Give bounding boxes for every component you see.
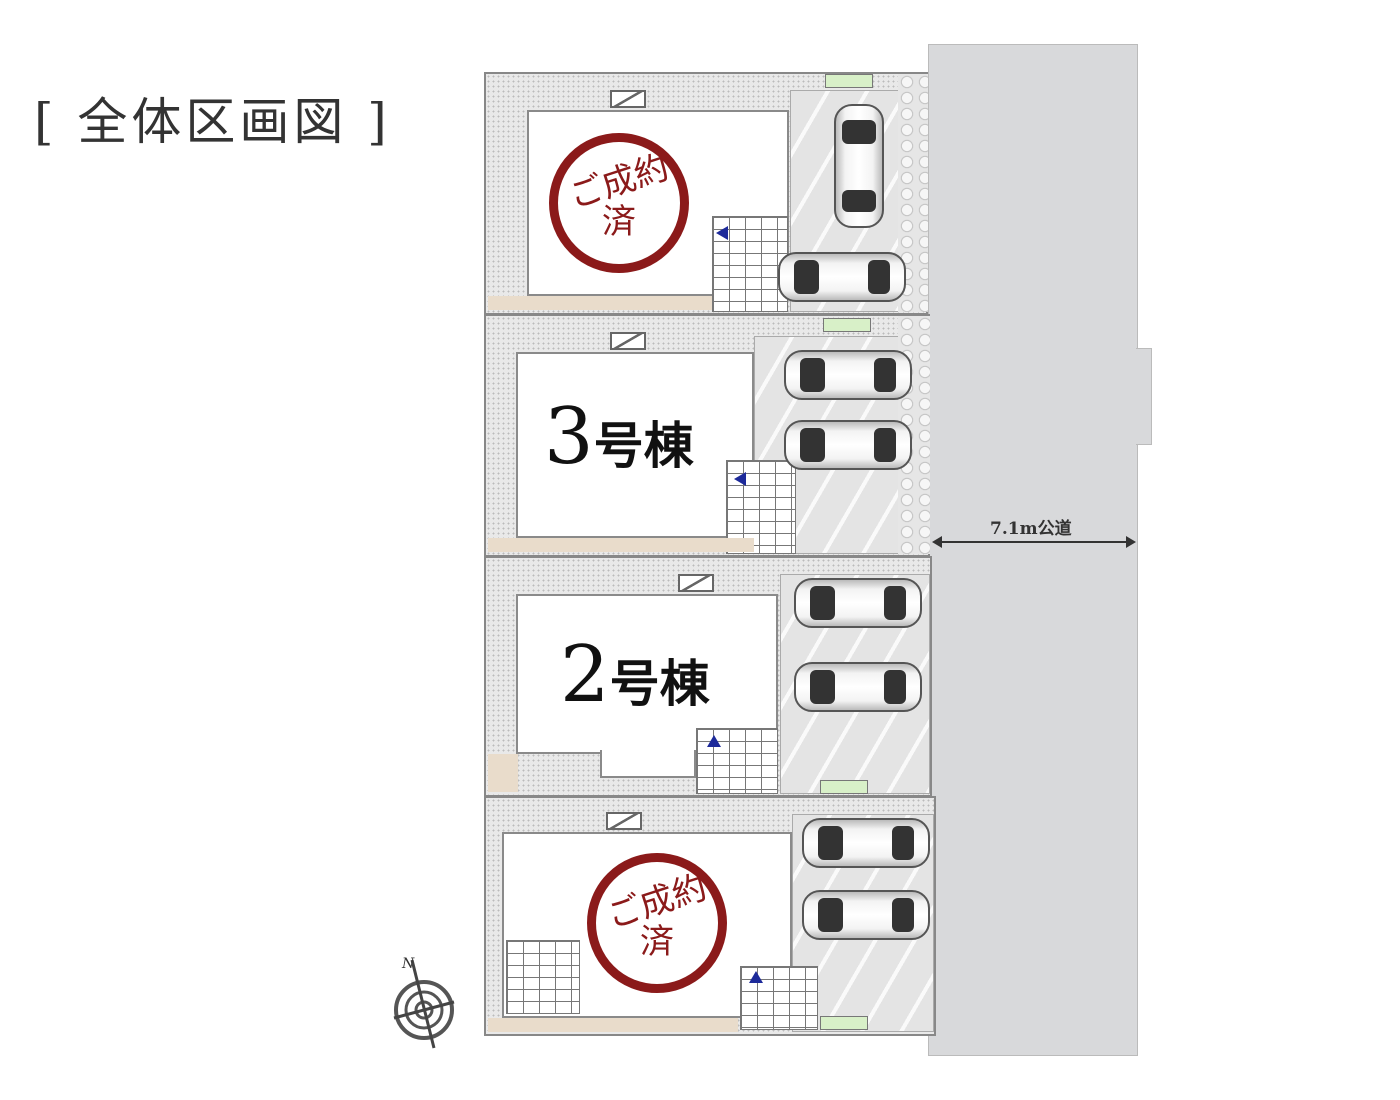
building-label-3: 3号棟 bbox=[544, 392, 694, 482]
entrance-approach bbox=[740, 966, 818, 1030]
building-number: 3 bbox=[544, 392, 594, 482]
building-number: 2 bbox=[560, 630, 610, 720]
window-icon bbox=[678, 574, 714, 592]
car-icon bbox=[794, 662, 922, 712]
window-icon bbox=[610, 332, 646, 350]
sand-strip bbox=[488, 296, 712, 310]
car-icon bbox=[834, 104, 884, 228]
public-road bbox=[928, 44, 1138, 1056]
page-title: [ 全体区画図 ] bbox=[34, 93, 391, 151]
compass-north-label: N bbox=[401, 956, 415, 972]
road-width-label: 7.1m公道 bbox=[990, 519, 1072, 539]
sand-strip bbox=[488, 754, 518, 792]
car-icon bbox=[778, 252, 906, 302]
car-icon bbox=[784, 350, 912, 400]
building-lot-2 bbox=[516, 594, 778, 754]
entrance-approach bbox=[696, 728, 778, 794]
garden-icon bbox=[820, 1016, 868, 1030]
entrance-marker-icon bbox=[749, 971, 763, 983]
building-suffix: 号棟 bbox=[609, 654, 710, 713]
entrance-approach bbox=[712, 216, 788, 312]
entrance-marker-icon bbox=[734, 472, 746, 486]
window-icon bbox=[606, 812, 642, 830]
window-icon bbox=[610, 90, 646, 108]
garden-icon bbox=[825, 74, 873, 88]
car-icon bbox=[802, 818, 930, 868]
garden-icon bbox=[820, 780, 868, 794]
sold-stamp: ご成約済 bbox=[549, 133, 689, 273]
road-bump bbox=[1136, 348, 1152, 445]
car-icon bbox=[784, 420, 912, 470]
sold-stamp: ご成約済 bbox=[587, 853, 727, 993]
compass-icon: N bbox=[393, 956, 455, 1049]
car-icon bbox=[794, 578, 922, 628]
entrance-marker-icon bbox=[716, 226, 728, 240]
sand-strip bbox=[488, 538, 754, 552]
storage-tiles bbox=[506, 940, 580, 1014]
stamp-text: 済 bbox=[602, 202, 636, 242]
sand-strip bbox=[488, 1018, 738, 1032]
building-lot-3 bbox=[516, 352, 754, 538]
car-icon bbox=[802, 890, 930, 940]
building-label-2: 2号棟 bbox=[560, 630, 710, 720]
building-lot-2-extension bbox=[600, 750, 696, 778]
entrance-marker-icon bbox=[707, 735, 721, 747]
stamp-text: 済 bbox=[640, 922, 674, 962]
garden-icon bbox=[823, 318, 871, 332]
road-width-arrow bbox=[932, 536, 1136, 548]
building-suffix: 号棟 bbox=[593, 416, 694, 475]
